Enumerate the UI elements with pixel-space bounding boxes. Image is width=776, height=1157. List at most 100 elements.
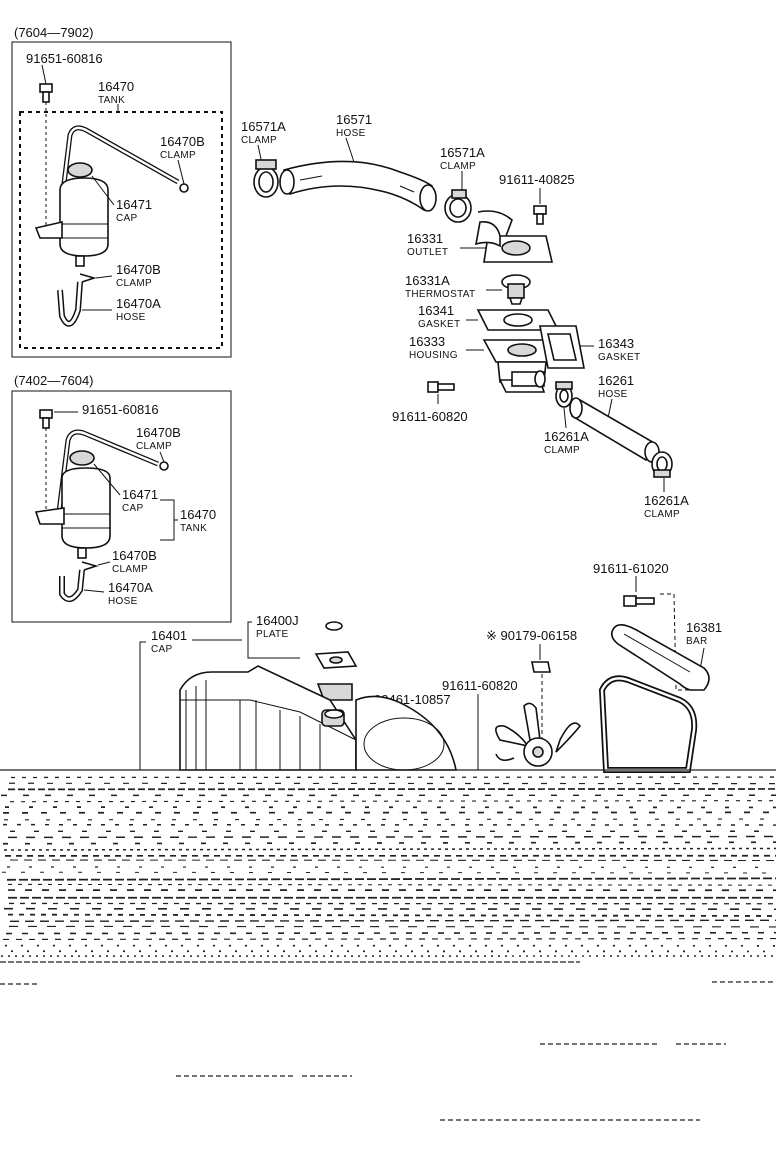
- inset-bottom-clamp-b-no: 16470B: [136, 425, 181, 440]
- inset-top-cap-no: 16471: [116, 197, 152, 212]
- inset-bottom-tank-name: TANK: [180, 523, 207, 534]
- scan-noise-line: [9, 926, 776, 927]
- bolt-icon: [428, 382, 454, 392]
- bar-name: BAR: [686, 636, 707, 647]
- radiator-cap-no: 16401: [151, 628, 187, 643]
- scan-noise-line: [10, 920, 776, 921]
- thermostat-no: 16331A: [405, 273, 450, 288]
- lower-clamp-a-name: CLAMP: [544, 445, 580, 456]
- clamp-icon: [82, 562, 96, 570]
- upper-hose-name: HOSE: [336, 128, 366, 139]
- lower-clamp-b-no: 16261A: [644, 493, 689, 508]
- inset-top-tank-no: 16470: [98, 79, 134, 94]
- scan-noise-line: [2, 872, 776, 873]
- lower-hose-no: 16261: [598, 373, 634, 388]
- radiator-assembly: 16401 CAP 16400J PLATE 90461-10857: [140, 613, 456, 770]
- scan-noise-line: [8, 915, 776, 916]
- upper-clamp-left-no: 16571A: [241, 119, 286, 134]
- scan-noise-line: [4, 909, 776, 910]
- upper-hose-assembly: 16571A CLAMP 16571 HOSE 16571A CLAMP 916…: [241, 112, 575, 224]
- bolt-icon: [40, 410, 52, 428]
- housing-no: 16333: [409, 334, 445, 349]
- upper-hose-no: 16571: [336, 112, 372, 127]
- plate-no: 16400J: [256, 613, 299, 628]
- reservoir-tank-icon: [36, 163, 108, 266]
- cooling-fan-icon: [496, 703, 580, 766]
- inset-bottom-date-range: (7402—7604): [14, 373, 94, 388]
- upper-clamp-right-name: CLAMP: [440, 161, 476, 172]
- plate-icon: [316, 622, 356, 668]
- inset-top-clamp-b-name: CLAMP: [160, 150, 196, 161]
- upper-clamp-right-no: 16571A: [440, 145, 485, 160]
- housing-bolt-no: 91611-60820: [392, 409, 468, 424]
- plate-name: PLATE: [256, 629, 288, 640]
- upper-bolt-no: 91611-40825: [499, 172, 575, 187]
- clamp-icon: [180, 184, 188, 192]
- inset-top: (7604—7902) 91651-60816 16470 TANK 16470…: [12, 25, 231, 357]
- scan-noise-line: [3, 842, 776, 844]
- fan-bolt-no: 91611-60820: [442, 678, 518, 693]
- hose-clamp-icon: [556, 382, 572, 407]
- inset-top-clamp-b2-no: 16470B: [116, 262, 161, 277]
- bolt-icon: [40, 84, 52, 102]
- inset-top-hose-no: 16470A: [116, 296, 161, 311]
- lower-hose-name: HOSE: [598, 389, 628, 400]
- inset-bottom: (7402—7604) 91651-60816 16470B CLAMP 164…: [12, 373, 231, 622]
- clamp-icon: [160, 462, 168, 470]
- outlet-no: 16331: [407, 231, 443, 246]
- nut-icon: [532, 662, 550, 672]
- lower-clamp-b-name: CLAMP: [644, 509, 680, 520]
- inset-top-tank-name: TANK: [98, 95, 125, 106]
- radiator-hose-icon: [280, 161, 436, 211]
- scan-noise-line: [6, 933, 776, 934]
- inset-top-date-range: (7604—7902): [14, 25, 94, 40]
- thermostat-name: THERMOSTAT: [405, 289, 475, 300]
- inset-bottom-cap-name: CAP: [122, 503, 143, 514]
- drive-belt-icon: [602, 678, 694, 770]
- scan-noise-line: [10, 801, 776, 802]
- scan-noise-line: [4, 848, 776, 850]
- reservoir-tank-icon: [36, 451, 110, 558]
- inset-top-clamp-b2-name: CLAMP: [116, 278, 152, 289]
- gasket-1-name: GASKET: [418, 319, 460, 330]
- hose-clamp-icon: [254, 160, 278, 197]
- gasket-1-no: 16341: [418, 303, 454, 318]
- bar-bolt-no: 91611-61020: [593, 561, 669, 576]
- bolt-icon: [624, 596, 654, 606]
- inset-bottom-tank-no: 16470: [180, 507, 216, 522]
- inset-bottom-clamp-b2-name: CLAMP: [112, 564, 148, 575]
- upper-clamp-left-name: CLAMP: [241, 135, 277, 146]
- inset-bottom-hose-name: HOSE: [108, 596, 138, 607]
- fan-nut-no: ※ 90179-06158: [486, 628, 577, 643]
- gasket-icon: [540, 326, 584, 368]
- inset-bottom-cap-no: 16471: [122, 487, 158, 502]
- scan-noise-line: [7, 878, 776, 879]
- lower-clamp-a-no: 16261A: [544, 429, 589, 444]
- degraded-scan-region: [0, 770, 776, 1120]
- lower-hose-assembly: 16261 HOSE 16261A CLAMP 16261A CLAMP: [544, 373, 689, 520]
- housing-name: HOUSING: [409, 350, 458, 361]
- hose-clamp-icon: [652, 452, 672, 477]
- scan-noise-line: [8, 837, 776, 838]
- thermostat-icon: [502, 275, 530, 304]
- bar-no: 16381: [686, 620, 722, 635]
- inset-bottom-clamp-b-name: CLAMP: [136, 441, 172, 452]
- scan-noise-line: [4, 819, 776, 820]
- hose-clamp-icon: [445, 190, 471, 222]
- scan-noise-line: [3, 939, 776, 940]
- outlet-name: OUTLET: [407, 247, 448, 258]
- drain-hose: [62, 570, 82, 599]
- radiator-cap-name: CAP: [151, 644, 172, 655]
- inset-top-hose-name: HOSE: [116, 312, 146, 323]
- inset-top-cap-name: CAP: [116, 213, 137, 224]
- scan-noise-line: [8, 884, 776, 885]
- bolt-icon: [534, 206, 546, 224]
- inset-bottom-clamp-b2-no: 16470B: [112, 548, 157, 563]
- gasket-2-no: 16343: [598, 336, 634, 351]
- inset-bottom-bolt-label: 91651-60816: [82, 402, 159, 417]
- inset-top-bolt-label: 91651-60816: [26, 51, 103, 66]
- bar-assembly: 91611-61020 16381 BAR: [593, 561, 722, 690]
- radiator-icon: [180, 666, 456, 770]
- inset-top-clamp-b-no: 16470B: [160, 134, 205, 149]
